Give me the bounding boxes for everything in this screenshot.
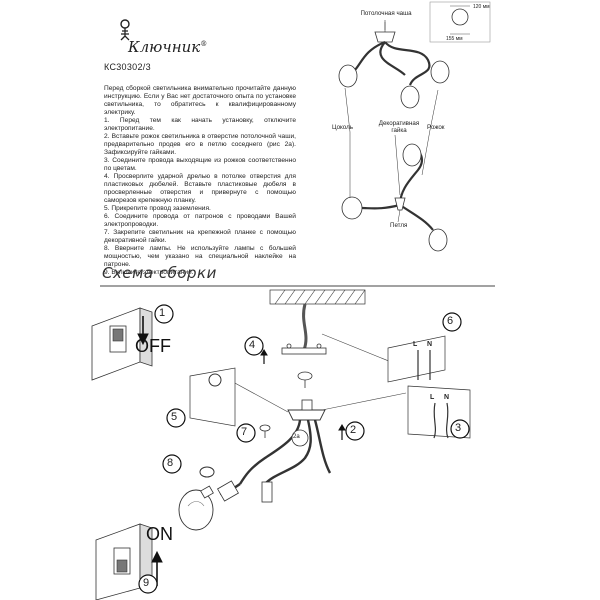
instruction-step: 4. Просверлите ударной дрелью в потолке … xyxy=(104,173,296,204)
wire-label-live: L xyxy=(430,394,435,401)
bulb-center xyxy=(400,85,420,109)
title-underline xyxy=(100,285,495,287)
instruction-step: 9. Включите электропитание. xyxy=(104,269,194,276)
light-bulb xyxy=(178,485,214,531)
wire-label-neutral: N xyxy=(444,394,450,401)
label-dim-side: 155 мм xyxy=(446,36,463,42)
step-number: 2 xyxy=(350,424,357,436)
label-decorative-nut: Декоративная гайка xyxy=(378,120,420,134)
step-label-2a: 2а xyxy=(293,434,300,440)
instruction-step: 8. Вверните лампы. Не используйте лампы … xyxy=(104,245,296,268)
section-title: Схема сборки xyxy=(102,264,217,282)
instruction-step: 2. Вставьте рожок светильника в отверсти… xyxy=(104,133,296,156)
wire-label-neutral: N xyxy=(427,341,433,348)
step-number: 5 xyxy=(171,411,178,423)
instruction-intro: Перед сборкой светильника внимательно пр… xyxy=(104,85,296,116)
instructions-text: Перед сборкой светильника внимательно пр… xyxy=(104,85,296,277)
step-circles xyxy=(138,304,470,594)
ceiling-hatch xyxy=(269,289,366,305)
step-number: 1 xyxy=(159,307,166,319)
step-number: 6 xyxy=(447,315,454,327)
instruction-step: 3. Соедините провода выходящие из рожков… xyxy=(104,157,296,172)
bulb-right xyxy=(430,60,450,84)
bowl-top-view xyxy=(451,8,469,26)
step-number: 9 xyxy=(143,577,150,589)
ceiling-bowl xyxy=(374,31,396,43)
detail-box-6 xyxy=(387,335,446,383)
step-number: 4 xyxy=(249,339,256,351)
instruction-step: 6. Соедините провода от патронов с прово… xyxy=(104,213,296,228)
instruction-step: 5. Прикрепите провод заземления. xyxy=(104,205,211,212)
dimension-box xyxy=(429,1,491,43)
label-arm: Рожок xyxy=(427,124,445,131)
label-socket-base: Цоколь xyxy=(332,124,353,131)
switch-on-label: ON xyxy=(146,524,173,544)
label-loop: Петля xyxy=(390,222,408,229)
label-dim-top: 120 мм xyxy=(473,4,490,10)
instruction-step: 1. Перед тем как начать установку, отклю… xyxy=(104,117,296,132)
switch-on xyxy=(95,523,153,600)
step-number: 3 xyxy=(455,422,462,434)
mounting-bracket xyxy=(281,343,327,355)
wire-label-live: L xyxy=(413,341,418,348)
lamp-arms xyxy=(219,419,332,496)
brand-name: Ключник® xyxy=(128,38,208,56)
loop-detail-circle xyxy=(291,429,309,447)
step-number: 8 xyxy=(167,457,174,469)
switch-off-label: OFF xyxy=(135,336,171,356)
model-code: КС30302/3 xyxy=(104,62,151,72)
decorative-nut xyxy=(259,371,313,438)
lamp-socket xyxy=(217,480,273,503)
instruction-step: 7. Закрепите светильник на крепежной пла… xyxy=(104,229,296,244)
detail-box-5 xyxy=(189,367,236,427)
product-diagram xyxy=(338,1,491,252)
arrows xyxy=(137,316,346,586)
assembly-diagram xyxy=(91,289,471,600)
canopy xyxy=(287,399,326,421)
bulb-left xyxy=(338,64,358,88)
step-number: 7 xyxy=(241,426,248,438)
label-ceiling-bowl: Потолочная чаша xyxy=(360,10,412,17)
key-logo-icon xyxy=(120,19,130,41)
